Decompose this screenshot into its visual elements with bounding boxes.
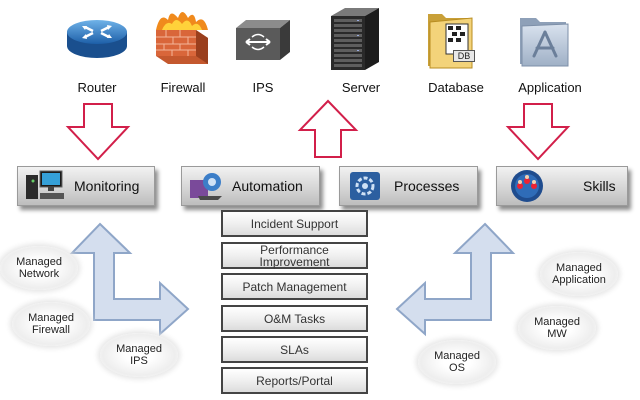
- application-folder-icon: [516, 10, 572, 68]
- firewall-label: Firewall: [160, 80, 206, 95]
- database-badge: DB: [453, 50, 475, 62]
- arrow-down-left-icon: [65, 103, 131, 161]
- ips-appliance-icon: [232, 18, 294, 62]
- service-patch-management: Patch Management: [221, 273, 368, 300]
- service-incident-support: Incident Support: [221, 210, 368, 237]
- router-icon: [64, 12, 130, 64]
- managed-application-oval: Managed Application: [540, 252, 618, 296]
- router-label: Router: [77, 80, 117, 95]
- automation-label: Automation: [232, 178, 303, 194]
- processes-label: Processes: [394, 178, 460, 194]
- arrow-up-center-icon: [297, 99, 359, 158]
- automation-gear-icon: [190, 173, 222, 200]
- skills-people-icon: [511, 170, 543, 202]
- automation-band: Automation: [181, 166, 320, 206]
- processes-gear-icon: [350, 172, 380, 200]
- service-om-tasks: O&M Tasks: [221, 305, 368, 332]
- firewall-icon: [150, 8, 214, 68]
- managed-mw-oval: Managed MW: [518, 306, 596, 350]
- service-reports-portal: Reports/Portal: [221, 367, 368, 394]
- server-label: Server: [341, 80, 381, 95]
- managed-ips-oval: Managed IPS: [100, 333, 178, 377]
- application-label: Application: [518, 80, 582, 95]
- managed-firewall-oval: Managed Firewall: [12, 302, 90, 346]
- monitoring-workstation-icon: [26, 170, 64, 199]
- service-slas: SLAs: [221, 336, 368, 363]
- right-l-arrow-icon: [395, 222, 516, 337]
- skills-label: Skills: [583, 178, 616, 194]
- managed-os-oval: Managed OS: [418, 340, 496, 384]
- processes-band: Processes: [339, 166, 478, 206]
- left-l-arrow-icon: [69, 222, 190, 337]
- monitoring-label: Monitoring: [74, 178, 140, 194]
- arrow-down-right-icon: [505, 103, 571, 161]
- ips-label: IPS: [252, 80, 274, 95]
- skills-band: Skills: [496, 166, 628, 206]
- server-rack-icon: [325, 6, 387, 72]
- database-label: Database: [428, 80, 484, 95]
- monitoring-band: Monitoring: [17, 166, 155, 206]
- managed-network-oval: Managed Network: [0, 246, 78, 290]
- service-performance-improvement: Performance Improvement: [221, 242, 368, 269]
